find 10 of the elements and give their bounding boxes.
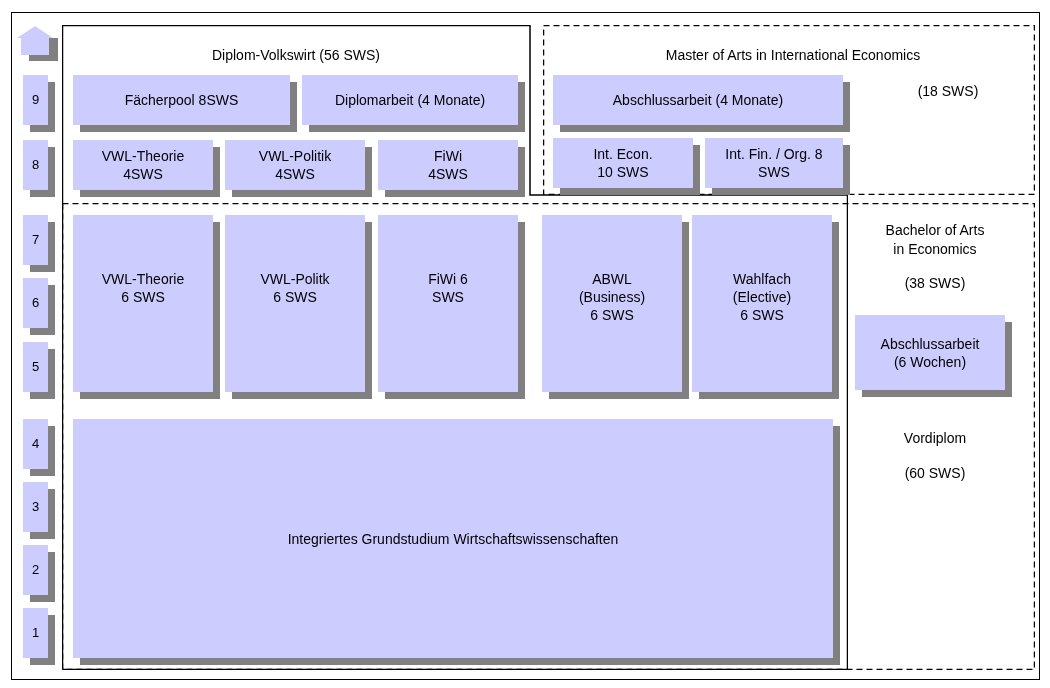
region-subtitle: (18 SWS) <box>916 82 980 101</box>
program-region <box>62 25 848 670</box>
region-title: Master of Arts in International Economics <box>664 46 922 65</box>
section-label: Vordiplom <box>903 429 967 448</box>
program-region <box>62 203 1035 670</box>
region-title: Diplom-Volkswirt (56 SWS) <box>212 46 380 65</box>
program-region <box>543 25 1035 195</box>
section-label: (60 SWS) <box>904 464 966 483</box>
region-title: Bachelor of Arts in Economics <box>884 221 986 259</box>
region-subtitle: (38 SWS) <box>904 274 966 293</box>
